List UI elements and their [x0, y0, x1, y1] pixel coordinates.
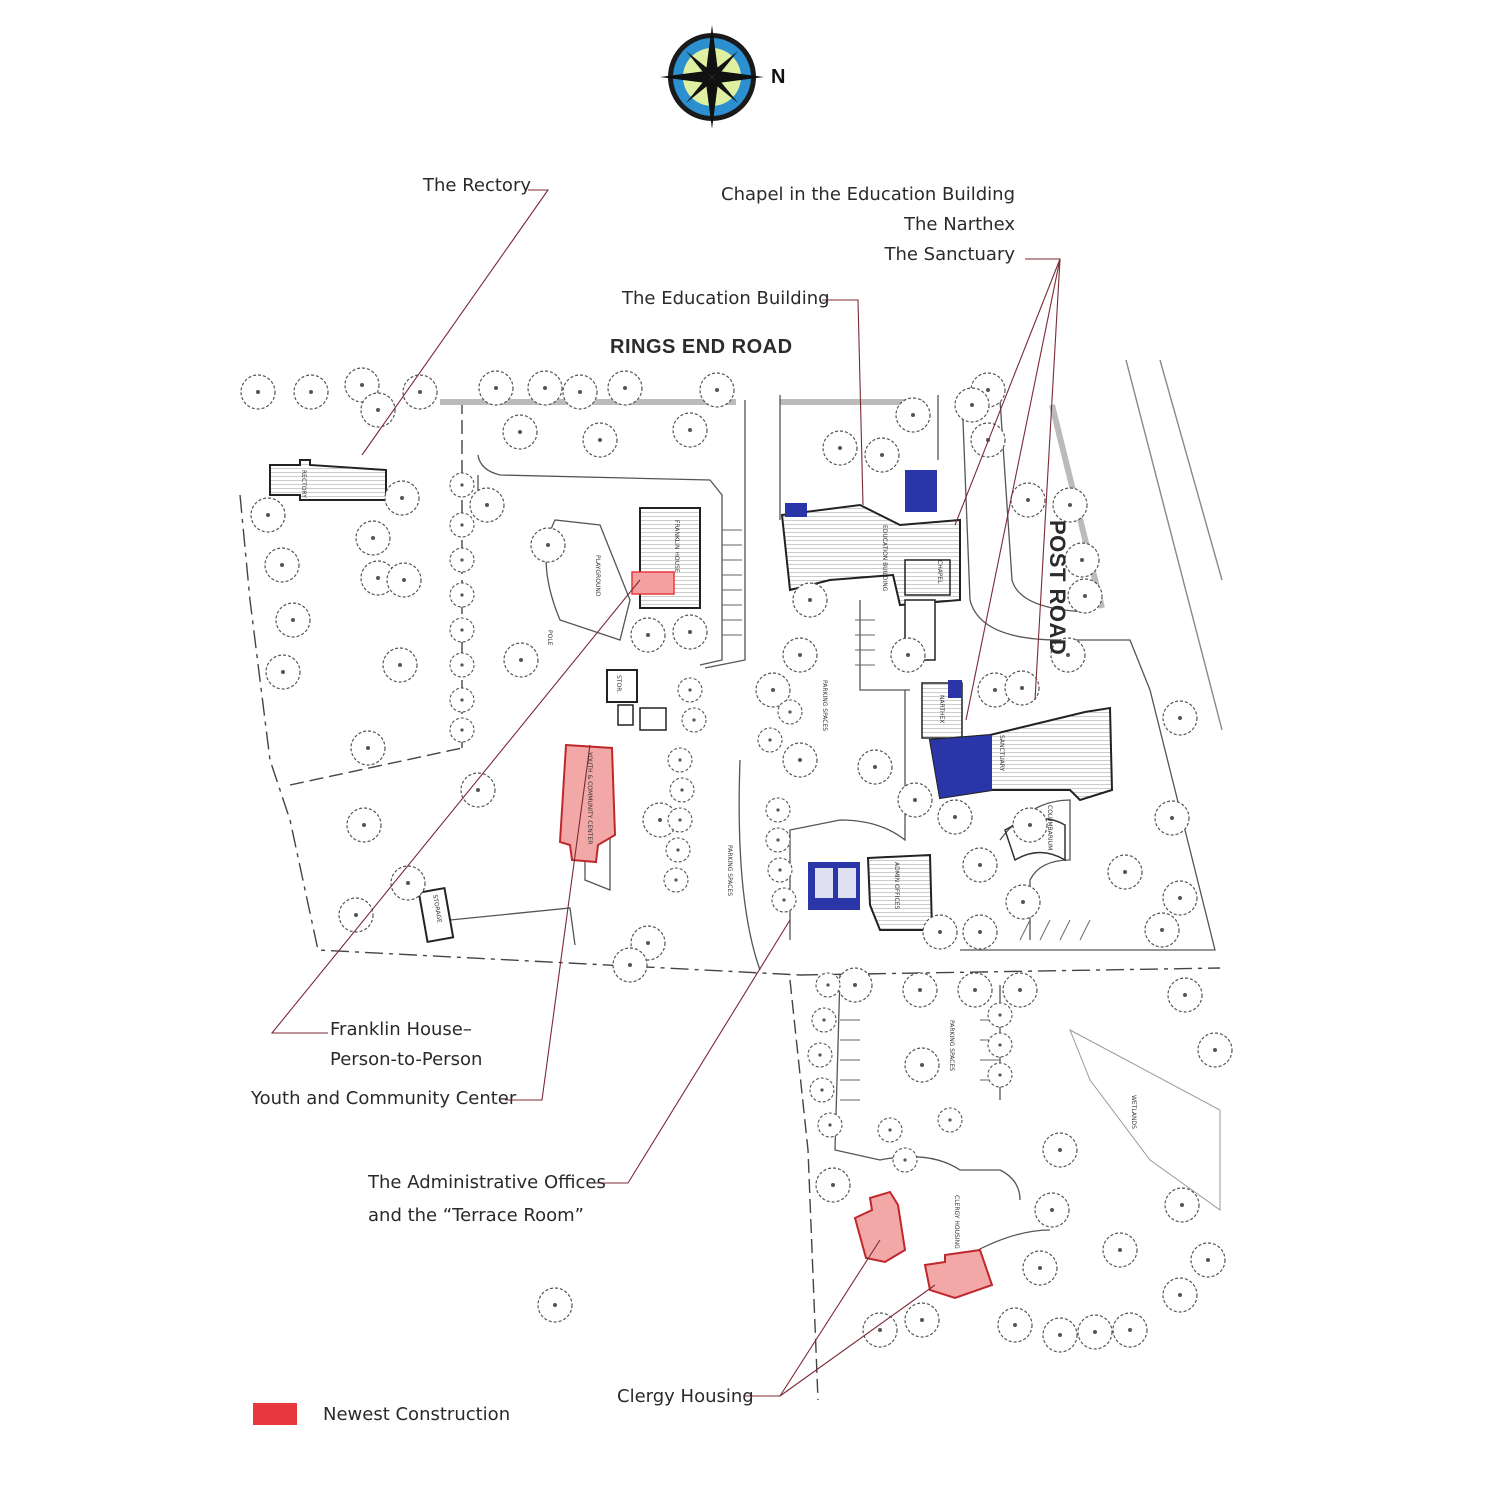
callout-admin-line2: and the “Terrace Room”	[368, 1205, 584, 1226]
clergy-plan-label: CLERGY HOUSING	[953, 1195, 960, 1249]
svg-text:CHAPEL: CHAPEL	[936, 560, 943, 584]
rectory-building	[269, 459, 387, 501]
svg-text:POLE: POLE	[546, 630, 553, 646]
svg-text:WETLANDS: WETLANDS	[1130, 1095, 1137, 1129]
svg-text:PARKING SPACES: PARKING SPACES	[948, 1020, 955, 1071]
pole-plan-label: POLE	[546, 630, 553, 646]
narthex-plan-label: NARTHEX	[938, 695, 945, 723]
callout-admin-line1: The Administrative Offices	[368, 1172, 606, 1193]
svg-text:PLAYGROUND: PLAYGROUND	[594, 555, 601, 597]
callout-franklin-line2: Person-to-Person	[330, 1049, 483, 1070]
clergy-housing-buildings	[853, 1190, 994, 1300]
callout-youth: Youth and Community Center	[251, 1088, 517, 1109]
parking-plan-label-2: PARKING SPACES	[821, 680, 828, 731]
callout-education: The Education Building	[622, 288, 830, 309]
stor-plan-label: STOR.	[615, 675, 622, 693]
rings-end-road-label: RINGS END ROAD	[610, 336, 793, 358]
svg-text:ADMIN OFFICES: ADMIN OFFICES	[893, 862, 900, 909]
compass-rose-icon	[660, 25, 764, 129]
narthex-building	[921, 680, 963, 739]
compass-north-label: N	[771, 66, 786, 88]
legend-label: Newest Construction	[323, 1404, 511, 1425]
callout-rectory: The Rectory	[423, 175, 531, 196]
legend-swatch	[253, 1403, 297, 1425]
storage-plan-label: STORAGE	[431, 894, 443, 924]
callout-chapel: Chapel in the Education Building	[721, 184, 1015, 205]
playground-plan-label: PLAYGROUND	[594, 555, 601, 597]
svg-text:COLUMBARIUM: COLUMBARIUM	[1046, 805, 1053, 850]
callout-narthex: The Narthex	[904, 214, 1015, 235]
youth-community-center-building	[558, 743, 617, 864]
callout-sanctuary: The Sanctuary	[884, 244, 1015, 265]
sanctuary-plan-label: SANCTUARY	[998, 735, 1005, 772]
education-plan-label: EDUCATION BUILDING	[881, 525, 888, 592]
education-building	[780, 470, 961, 661]
svg-text:RECTORY: RECTORY	[300, 470, 307, 498]
plan-labels: RECTORY FRANKLIN HOUSE PLAYGROUND EDUCAT…	[300, 470, 1137, 1249]
youth-plan-label: YOUTH & COMMUNITY CENTER	[586, 751, 593, 844]
franklin-plan-label: FRANKLIN HOUSE	[673, 520, 680, 573]
svg-text:STOR.: STOR.	[615, 675, 622, 693]
columbarium-plan-label: COLUMBARIUM	[1046, 805, 1053, 850]
svg-text:PARKING SPACES: PARKING SPACES	[726, 845, 733, 896]
svg-text:YOUTH & COMMUNITY CENTER: YOUTH & COMMUNITY CENTER	[586, 751, 593, 844]
leader-lines	[270, 189, 1061, 1397]
admin-plan-label: ADMIN OFFICES	[893, 862, 900, 909]
small-shed-2	[639, 707, 667, 731]
chapel-plan-label: CHAPEL	[936, 560, 943, 584]
callout-franklin-line1: Franklin House–	[330, 1019, 472, 1040]
svg-text:CLERGY HOUSING: CLERGY HOUSING	[953, 1195, 960, 1249]
post-road-label: POST ROAD	[1045, 520, 1070, 656]
small-shed-1	[617, 704, 634, 726]
storage-building	[417, 886, 455, 944]
stor-shed	[606, 669, 638, 703]
wetlands-plan-label: WETLANDS	[1130, 1095, 1137, 1129]
parking-plan-label-1: PARKING SPACES	[726, 845, 733, 896]
svg-text:NARTHEX: NARTHEX	[938, 695, 945, 723]
svg-text:EDUCATION BUILDING: EDUCATION BUILDING	[881, 525, 888, 592]
parking-plan-label-3: PARKING SPACES	[948, 1020, 955, 1071]
svg-text:FRANKLIN HOUSE: FRANKLIN HOUSE	[673, 520, 680, 573]
wetlands-area	[1069, 1028, 1221, 1211]
svg-text:STORAGE: STORAGE	[431, 894, 443, 924]
svg-text:PARKING SPACES: PARKING SPACES	[821, 680, 828, 731]
rectory-plan-label: RECTORY	[300, 470, 307, 498]
svg-text:SANCTUARY: SANCTUARY	[998, 735, 1005, 772]
admin-offices-building	[808, 853, 934, 931]
callout-clergy: Clergy Housing	[617, 1386, 754, 1407]
franklin-house-building	[631, 507, 701, 609]
sanctuary-building	[928, 706, 1114, 802]
